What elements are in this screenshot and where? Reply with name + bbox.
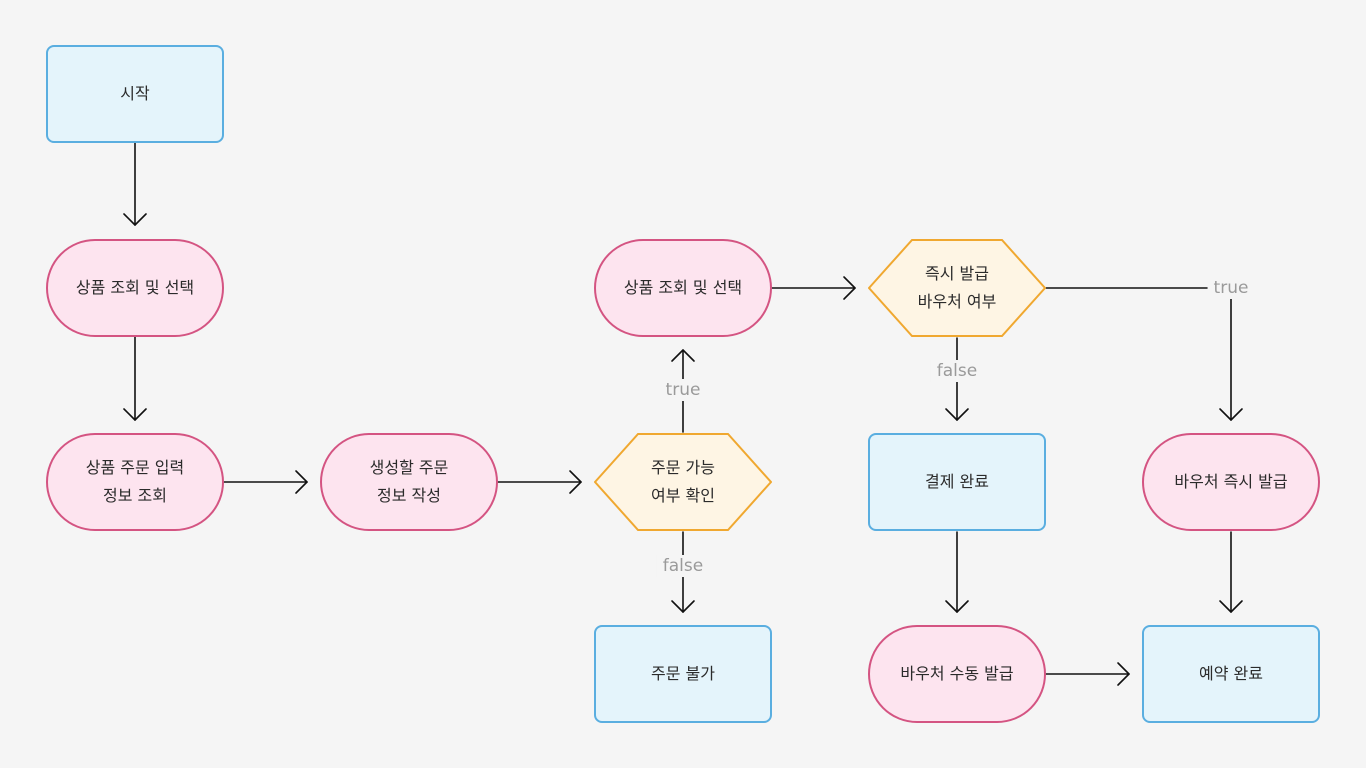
arrowhead: [123, 408, 147, 421]
node-order-unavailable: 주문 불가: [594, 625, 772, 723]
edge-instant-true: [1045, 287, 1232, 421]
arrowhead: [843, 276, 856, 300]
arrowhead: [671, 600, 695, 613]
arrowhead: [671, 349, 695, 362]
label-instant-true: true: [1207, 277, 1255, 299]
arrowhead: [1117, 662, 1130, 686]
node-order-info-lookup: 상품 주문 입력 정보 조회: [46, 433, 224, 531]
decision-label: 즉시 발급 바우처 여부: [917, 264, 997, 311]
arrowhead: [945, 600, 969, 613]
node-instant-voucher-decision: 즉시 발급 바우처 여부: [868, 239, 1046, 337]
node-start: 시작: [46, 45, 224, 143]
arrowhead: [945, 408, 969, 421]
arrowhead: [1219, 600, 1243, 613]
node-product-search-2: 상품 조회 및 선택: [594, 239, 772, 337]
arrowhead: [569, 470, 582, 494]
arrowhead: [295, 470, 308, 494]
node-instant-voucher: 바우처 즉시 발급: [1142, 433, 1320, 531]
decision-shape: [868, 239, 1046, 337]
arrowhead: [123, 213, 147, 226]
node-reservation-complete: 예약 완료: [1142, 625, 1320, 723]
decision-label: 주문 가능 여부 확인: [651, 458, 715, 505]
node-order-availability-decision: 주문 가능 여부 확인: [594, 433, 772, 531]
decision-shape: [594, 433, 772, 531]
label-instant-false: false: [930, 360, 984, 382]
label-check-true: true: [659, 379, 707, 401]
node-manual-voucher: 바우처 수동 발급: [868, 625, 1046, 723]
node-create-order-info: 생성할 주문 정보 작성: [320, 433, 498, 531]
node-payment-complete: 결제 완료: [868, 433, 1046, 531]
arrowhead: [1219, 408, 1243, 421]
label-check-false: false: [656, 555, 710, 577]
node-product-search: 상품 조회 및 선택: [46, 239, 224, 337]
